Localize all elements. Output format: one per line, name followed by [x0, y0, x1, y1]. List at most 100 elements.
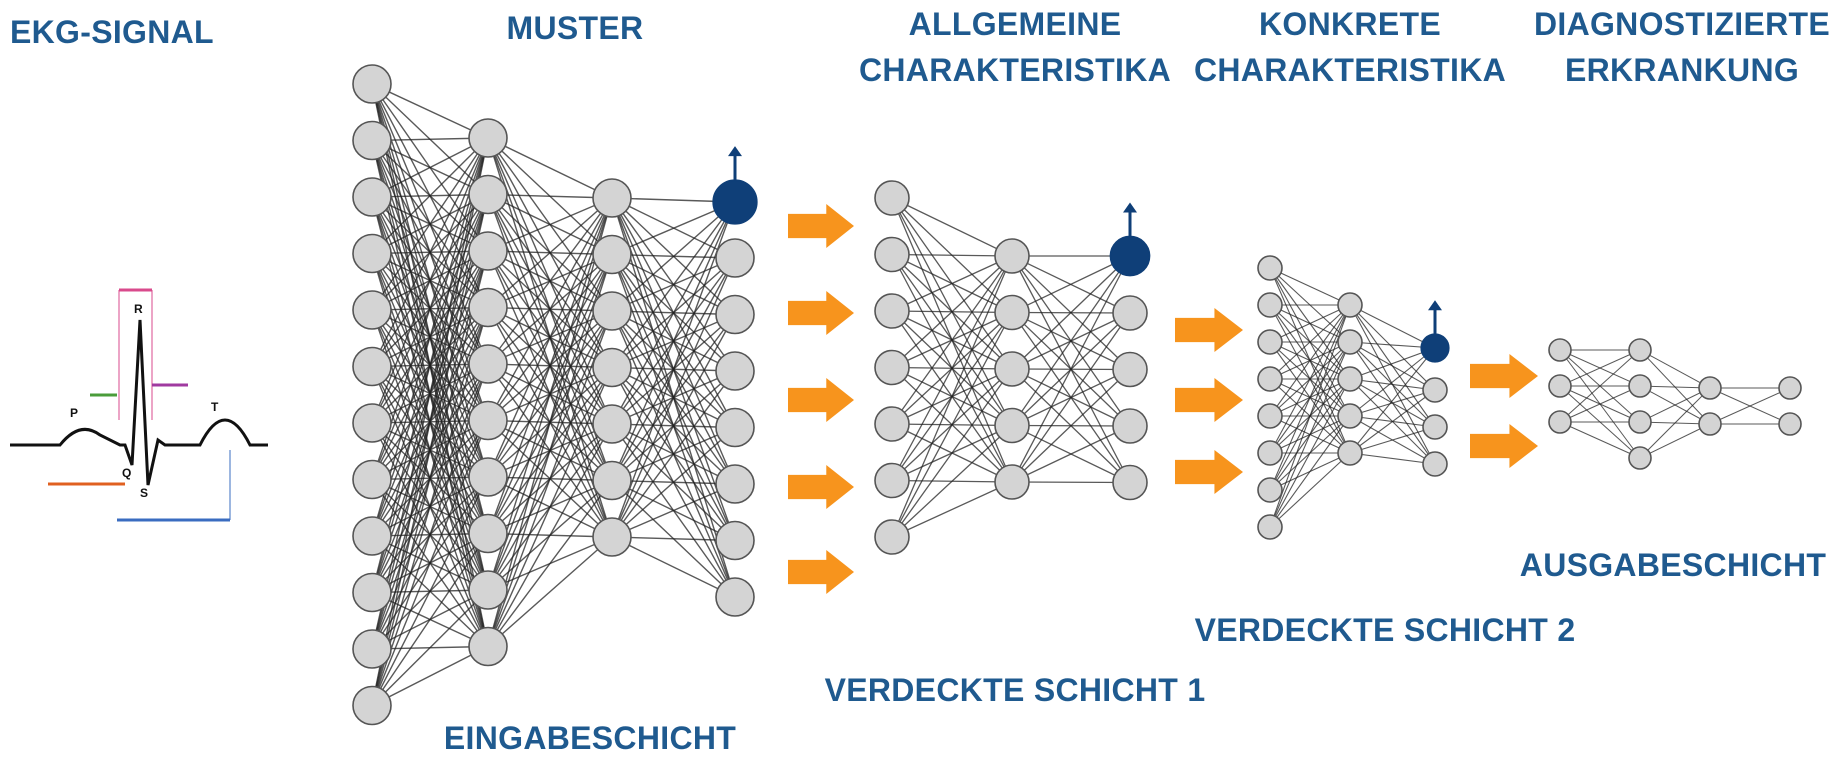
ecg-label-s: S — [140, 486, 149, 500]
neuron — [874, 519, 910, 555]
edge — [487, 193, 613, 199]
edge — [611, 483, 736, 538]
neuron — [1698, 376, 1722, 400]
neuron — [352, 572, 392, 613]
neuron — [994, 407, 1030, 444]
edge — [611, 201, 736, 368]
ecg-label-r: R — [134, 302, 143, 316]
edge — [891, 255, 1013, 481]
edge — [1269, 304, 1351, 491]
edge — [487, 197, 613, 365]
edge — [371, 420, 489, 706]
network-edges — [371, 83, 1791, 707]
edge — [891, 255, 1013, 538]
neuron — [592, 404, 632, 444]
edge — [1639, 387, 1711, 459]
edge — [487, 480, 613, 647]
ecg-label-t: T — [211, 400, 219, 414]
neuron — [352, 177, 392, 217]
edge — [1011, 369, 1131, 483]
edge — [487, 197, 613, 534]
activation-arrow-head — [1123, 202, 1137, 213]
edge — [371, 589, 489, 706]
neuron — [352, 516, 392, 556]
neuron — [1257, 514, 1283, 540]
edge — [371, 137, 489, 424]
edge — [371, 137, 489, 706]
ecg-label-p: P — [70, 406, 79, 420]
neuron — [468, 118, 508, 158]
edge — [371, 250, 489, 706]
neuron — [1257, 292, 1283, 318]
edge — [1639, 423, 1711, 459]
edge — [371, 137, 489, 198]
edge — [1011, 255, 1131, 314]
label-eingabeschicht: EINGABESCHICHT — [443, 720, 737, 756]
edge — [487, 310, 613, 647]
neuron — [1628, 410, 1652, 434]
neuron — [468, 174, 508, 215]
flow-arrow — [788, 204, 854, 248]
active-neuron — [1420, 333, 1450, 363]
ecg-label-q: Q — [122, 466, 132, 480]
edge — [891, 255, 1013, 312]
label-allgemeine-line2: CHARAKTERISTIKA — [858, 52, 1172, 88]
edge — [371, 307, 489, 706]
neuron — [592, 517, 632, 557]
neuron — [468, 287, 508, 328]
edge — [1349, 347, 1436, 417]
neuron — [715, 407, 755, 448]
neuron — [1628, 374, 1652, 398]
neuron — [468, 231, 508, 271]
edge — [1349, 347, 1436, 454]
edge — [1011, 255, 1131, 426]
neuron — [1628, 338, 1652, 362]
neuron — [468, 513, 508, 554]
edge — [487, 423, 613, 647]
edge — [371, 194, 489, 706]
neuron — [1548, 410, 1572, 434]
edge — [891, 255, 1013, 425]
edge — [1269, 304, 1351, 528]
neuron — [352, 120, 392, 161]
neuron — [1778, 412, 1802, 436]
edge — [371, 533, 489, 706]
neuron — [874, 236, 910, 273]
edge — [611, 201, 736, 538]
neuron — [592, 460, 632, 501]
neuron — [592, 178, 632, 218]
edge — [1269, 378, 1351, 528]
flow-arrow — [1175, 308, 1243, 352]
neuron — [352, 346, 392, 387]
neuron — [874, 462, 910, 499]
label-muster: MUSTER — [506, 10, 644, 46]
edge — [1349, 304, 1436, 349]
neuron — [1257, 440, 1283, 466]
label-verdeckte-schicht-1: VERDECKTE SCHICHT 1 — [824, 672, 1206, 708]
edge — [1269, 341, 1351, 528]
neuron — [715, 464, 755, 504]
label-diagnose-line1: DIAGNOSTIZIERTE — [1533, 6, 1831, 42]
edge — [1559, 421, 1641, 459]
neuron — [1112, 408, 1148, 444]
neuron — [352, 290, 392, 330]
edge — [611, 201, 736, 312]
edge — [1269, 452, 1351, 528]
neuron — [874, 406, 910, 442]
label-diagnose-line2: ERKRANKUNG — [1564, 52, 1800, 88]
edge — [487, 536, 613, 648]
neuron — [1112, 464, 1148, 501]
edge — [1269, 304, 1351, 454]
neuron — [874, 293, 910, 329]
edge — [891, 255, 1013, 368]
edge — [371, 645, 489, 707]
neuron — [468, 626, 508, 667]
edge — [487, 254, 613, 647]
neuron — [1337, 366, 1363, 392]
edge — [1269, 415, 1351, 528]
label-verdeckte-schicht-2: VERDECKTE SCHICHT 2 — [1194, 612, 1576, 648]
edge — [1349, 426, 1436, 454]
edge — [1011, 425, 1131, 483]
edge — [1349, 347, 1436, 380]
